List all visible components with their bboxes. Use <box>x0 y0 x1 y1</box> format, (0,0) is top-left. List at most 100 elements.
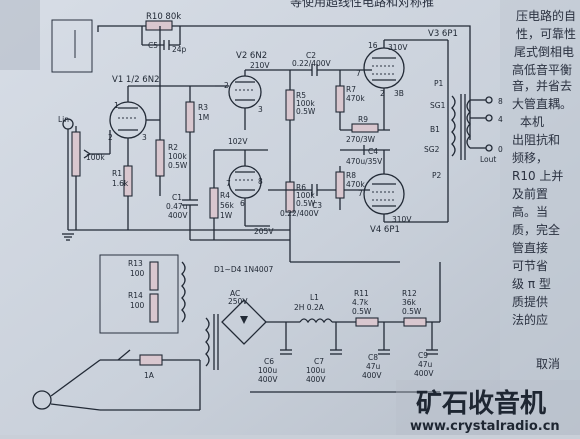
fuse-label: 1A <box>144 371 155 380</box>
c4-value: 470u/35V <box>346 157 383 166</box>
l1-value: 2H 0.2A <box>294 303 325 312</box>
c7-label: C7 <box>314 357 324 366</box>
v1-pin2: 2 <box>108 133 113 142</box>
choke-l1 <box>299 318 333 324</box>
r5-value1: 100k <box>296 99 315 108</box>
v102-label: 102V <box>228 137 248 146</box>
c4-label: C4 <box>368 147 378 156</box>
c2-value: 0.22/400V <box>292 59 332 68</box>
v2-pin8: 8 <box>258 177 263 186</box>
r5-resistor <box>285 89 295 121</box>
r11-label: R11 <box>354 289 369 298</box>
book-line-14: 管直接 <box>512 240 548 255</box>
r9-label: R9 <box>358 115 368 124</box>
r3-label: R3 <box>198 103 208 112</box>
book-line-6: 大管直耦。 <box>512 96 572 111</box>
r10-resistor <box>145 20 173 31</box>
out-0-terminal <box>485 144 493 152</box>
book-line-1: 压电路的自 <box>516 8 576 23</box>
r4-value1: 56k <box>220 201 235 210</box>
c3-value: 0.22/400V <box>280 209 320 218</box>
r4-resistor <box>209 187 219 219</box>
v205-label: 205V <box>254 227 274 236</box>
c1-value2: 400V <box>168 211 188 220</box>
r10-label: R10 80k <box>146 12 181 22</box>
c8-value1: 47u <box>366 362 381 371</box>
r3-resistor <box>185 101 195 133</box>
header-text: 等使用超线性电路和对称推 <box>290 0 434 9</box>
book-line-7: 本机 <box>520 115 544 129</box>
c6-label: C6 <box>264 357 274 366</box>
out-8-terminal <box>485 96 493 104</box>
v3-pin7: 7 <box>356 69 361 78</box>
r12-label: R12 <box>402 289 417 298</box>
v2-pin3: 3 <box>258 105 263 114</box>
c6-value2: 400V <box>258 375 278 384</box>
c9-label: C9 <box>418 351 428 360</box>
book-line-19: 取消 <box>536 357 560 371</box>
r1-value: 1.6k <box>112 179 129 188</box>
book-line-10: R10 上并 <box>512 169 563 183</box>
c1-value1: 0.47u <box>166 202 188 211</box>
c9-value2: 400V <box>414 369 434 378</box>
power-plug <box>32 390 52 410</box>
lout-label: Lout <box>480 155 496 164</box>
book-line-13: 质，完全 <box>512 222 560 237</box>
sg2-label: SG2 <box>424 145 440 154</box>
r11-value2: 0.5W <box>352 307 372 316</box>
output-transformer-secondary <box>466 99 471 149</box>
c5-value: 24p <box>172 45 187 54</box>
volume-label: 100k <box>86 153 105 162</box>
c7-value1: 100u <box>306 366 325 375</box>
sg1-label: SG1 <box>430 101 446 110</box>
book-line-4: 高低音平衡 <box>512 62 572 77</box>
r7-resistor <box>335 85 345 113</box>
book-line-15: 可节省 <box>512 259 548 273</box>
book-line-12: 高。当 <box>512 204 548 219</box>
r9-value: 270/3W <box>346 135 376 144</box>
v1-pin1: 1 <box>114 101 119 110</box>
diode-label: D1~D4 1N4007 <box>214 265 273 274</box>
book-line-2: 性，可靠性 <box>516 27 576 41</box>
r6-value2: 0.5W <box>296 199 316 208</box>
v3-label: V3 6P1 <box>428 29 458 39</box>
v3-pin2: 2 <box>380 89 385 98</box>
r12-value1: 36k <box>402 298 417 307</box>
r12-value2: 0.5W <box>402 307 422 316</box>
out-4-terminal <box>485 114 493 122</box>
r14-value: 100 <box>130 301 145 310</box>
book-line-11: 及前置 <box>512 186 548 201</box>
r14-resistor <box>149 293 159 323</box>
v2-pin7: 7 <box>226 179 231 188</box>
r2-resistor <box>155 139 165 177</box>
b1-label: B1 <box>430 125 440 134</box>
heater-section <box>99 254 179 334</box>
p2-label: P2 <box>432 171 442 180</box>
c9-value1: 47u <box>418 360 433 369</box>
c7-value2: 400V <box>306 375 326 384</box>
book-line-3: 尾式倒相电 <box>514 45 574 59</box>
power-switch <box>117 349 131 361</box>
volume-pot <box>71 131 81 177</box>
c1-label: C1 <box>172 193 182 202</box>
book-text-column: 压电路的自 性，可靠性 尾式倒相电 高低音平衡 音，并省去 大管直耦。 本机 出… <box>512 8 576 371</box>
out8-label: 8 <box>498 97 503 106</box>
ac-value: 250V <box>228 297 248 306</box>
r8-value: 470k <box>346 180 365 189</box>
r1-label: R1 <box>112 169 122 178</box>
r4-value2: 1W <box>220 211 233 220</box>
r7-label: R7 <box>346 85 356 94</box>
c6-value1: 100u <box>258 366 277 375</box>
output-transformer-primary <box>451 95 456 157</box>
fuse <box>139 354 163 366</box>
book-line-8: 出阻抗和 <box>512 132 560 147</box>
c2-label: C2 <box>306 51 316 60</box>
v3-pin3b: 3B <box>394 89 404 98</box>
v2-label: V2 6N2 <box>236 51 267 61</box>
top-left-box <box>51 19 93 73</box>
r12-resistor <box>403 317 427 327</box>
r6-resistor <box>285 181 295 213</box>
power-transformer <box>205 317 210 367</box>
